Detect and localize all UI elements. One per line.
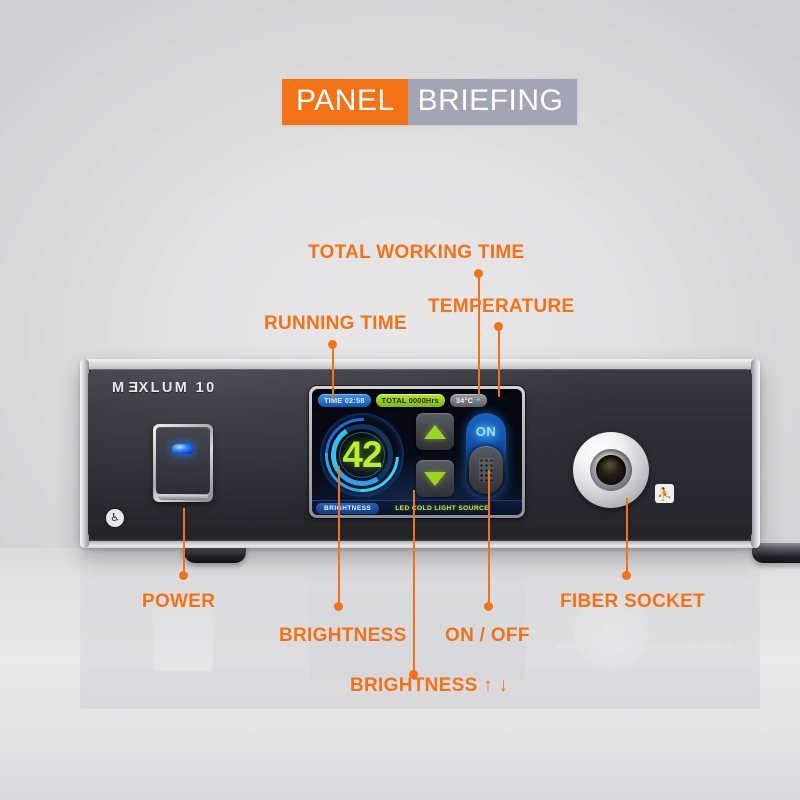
temperature-badge: 34°C ♥ bbox=[449, 393, 487, 407]
callout-label-fiber-socket: FIBER SOCKET bbox=[560, 591, 706, 612]
callout-dot-brightness bbox=[334, 602, 343, 611]
callout-line-total-working-time bbox=[477, 276, 480, 395]
callout-label-brightness-updown: BRIGHTNESS ↑ ↓ bbox=[350, 675, 509, 696]
total-working-time-badge: TOTAL 0000Hrs bbox=[375, 393, 445, 407]
up-arrow-icon bbox=[424, 424, 446, 439]
gauge-ring-inner bbox=[339, 432, 385, 478]
floor-surface bbox=[0, 548, 800, 800]
lcd-screen: TIME 02:58 TOTAL 0000Hrs 34°C ♥ 42 bbox=[309, 386, 525, 518]
brand-logo: MEXLUM 10 bbox=[112, 380, 217, 396]
fiber-socket[interactable] bbox=[573, 432, 649, 508]
callout-dot-temperature bbox=[494, 322, 503, 331]
brightness-value: 42 bbox=[342, 434, 382, 475]
on-off-toggle[interactable]: ON bbox=[466, 413, 506, 497]
heart-icon: ♥ bbox=[476, 396, 481, 404]
power-switch-rocker[interactable] bbox=[156, 427, 210, 494]
brightness-up-button[interactable] bbox=[416, 413, 454, 450]
brightness-gauge: 42 bbox=[312, 402, 415, 508]
gauge-ring-track bbox=[331, 424, 393, 486]
power-led-indicator bbox=[172, 444, 194, 454]
banner-word-panel: PANEL bbox=[296, 84, 395, 117]
callout-dot-fiber-socket bbox=[622, 571, 631, 580]
callout-label-brightness: BRIGHTNESS bbox=[279, 625, 407, 646]
callout-dot-brightness-updown bbox=[409, 670, 418, 679]
device-foot-left bbox=[184, 543, 246, 563]
callout-line-temperature bbox=[497, 329, 500, 397]
device-rail-right bbox=[751, 359, 760, 548]
callout-line-fiber-socket bbox=[625, 498, 628, 572]
temperature-value: 34°C bbox=[455, 395, 474, 405]
callout-label-running-time: RUNNING TIME bbox=[264, 313, 407, 334]
brand-prefix: M bbox=[112, 380, 127, 396]
running-time-badge: TIME 02:58 bbox=[318, 393, 371, 407]
toggle-knob[interactable] bbox=[469, 446, 503, 494]
banner-segment-panel: PANEL bbox=[282, 79, 408, 125]
lcd-bottom-bar: BRIGHTNESS LED COLD LIGHT SOURCE bbox=[312, 500, 522, 515]
callout-line-on-off bbox=[487, 470, 490, 603]
callout-dot-total-working-time bbox=[474, 269, 483, 278]
callout-line-brightness bbox=[337, 466, 340, 603]
lcd-surface: TIME 02:58 TOTAL 0000Hrs 34°C ♥ 42 bbox=[312, 389, 522, 515]
callout-line-brightness-updown bbox=[412, 490, 415, 671]
device-rail-left bbox=[80, 359, 89, 548]
callout-line-power bbox=[182, 508, 185, 572]
fiber-socket-aperture bbox=[596, 455, 626, 485]
device-foot-right bbox=[752, 543, 800, 563]
brightness-arrow-group bbox=[416, 413, 454, 497]
applied-part-icon: ⛹ bbox=[655, 484, 674, 503]
callout-label-temperature: TEMPERATURE bbox=[428, 296, 575, 317]
callout-label-total-working-time: TOTAL WORKING TIME bbox=[308, 242, 525, 263]
callout-dot-running-time bbox=[328, 340, 337, 349]
callout-dot-on-off bbox=[484, 602, 493, 611]
lcd-status-bar: TIME 02:58 TOTAL 0000Hrs 34°C ♥ bbox=[312, 392, 522, 408]
brand-reversed-letter: E bbox=[126, 380, 139, 396]
callout-line-running-time bbox=[331, 347, 334, 399]
banner-word-briefing: BRIEFING bbox=[417, 84, 564, 117]
toggle-on-label: ON bbox=[475, 424, 497, 439]
callout-label-power: POWER bbox=[142, 591, 216, 612]
title-banner: PANEL BRIEFING bbox=[282, 79, 578, 125]
banner-segment-briefing: BRIEFING bbox=[407, 79, 578, 125]
down-arrow-icon bbox=[424, 471, 446, 486]
callout-dot-power bbox=[179, 571, 188, 580]
gauge-ring-outer bbox=[320, 413, 404, 497]
toggle-grip-dots-icon bbox=[479, 458, 493, 482]
brightness-down-button[interactable] bbox=[416, 460, 454, 497]
lcd-brightness-label: BRIGHTNESS bbox=[316, 502, 380, 514]
accessibility-icon: ♿ bbox=[106, 509, 124, 527]
lcd-source-label: LED COLD LIGHT SOURCE bbox=[395, 504, 489, 512]
brand-suffix: XLUM 10 bbox=[138, 380, 217, 396]
power-switch[interactable] bbox=[153, 424, 213, 502]
callout-label-on-off: ON / OFF bbox=[445, 625, 530, 646]
power-switch-lip bbox=[158, 495, 208, 500]
